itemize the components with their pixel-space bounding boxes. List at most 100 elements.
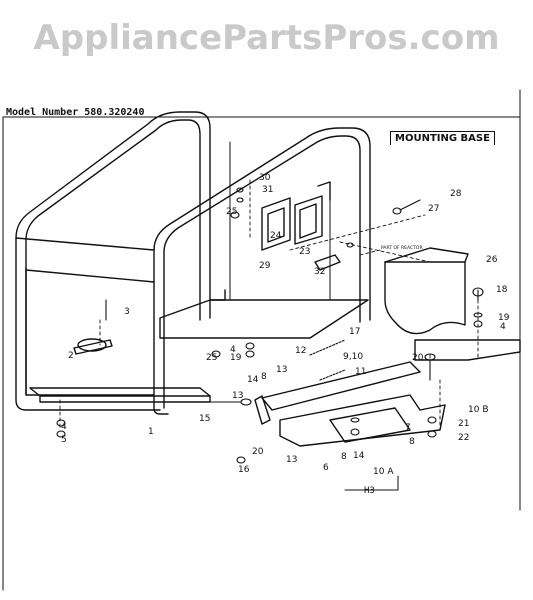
- bolt-head: [424, 353, 436, 361]
- part-callout: 12: [295, 346, 307, 356]
- part-callout: 13: [276, 365, 288, 375]
- footer-code: H3: [364, 486, 375, 496]
- part-callout: 7: [405, 423, 411, 433]
- nut: [350, 428, 360, 436]
- leader-line: [289, 214, 426, 251]
- reactor-cover-top: [384, 247, 469, 263]
- part-callout: 20: [412, 353, 424, 363]
- part-callout: 25: [206, 353, 218, 363]
- part-callout: 2: [68, 351, 74, 361]
- part-callout: 29: [259, 261, 271, 271]
- part-callout: 4: [500, 322, 506, 332]
- mounting-plate: [329, 407, 411, 443]
- leader-line: [339, 241, 431, 263]
- nut: [427, 430, 437, 438]
- part-callout: 17: [349, 327, 361, 337]
- mounting-channel: [279, 394, 446, 447]
- part-callout: PART OF REACTOR: [381, 246, 423, 251]
- mounting-rail-upper: [414, 339, 521, 361]
- frame-tube-rear: [15, 111, 211, 411]
- part-callout: 25: [226, 207, 238, 217]
- bolt-head: [236, 456, 246, 464]
- frame-rail: [15, 237, 155, 251]
- nut: [245, 350, 255, 358]
- washer: [240, 398, 252, 406]
- base-platform: [159, 299, 369, 339]
- bracket-24-face: [299, 203, 317, 239]
- part-callout: 6: [323, 463, 329, 473]
- part-callout: 4: [61, 422, 67, 432]
- part-callout: 5: [61, 435, 67, 445]
- washer: [350, 417, 360, 423]
- bracket-24: [294, 195, 323, 245]
- part-callout: 19: [230, 353, 242, 363]
- bracket-23-face: [267, 207, 285, 243]
- part-callout: 19: [498, 313, 510, 323]
- part-callout: 1: [148, 427, 154, 437]
- part-callout: 10 B: [468, 405, 489, 415]
- bracket-23: [261, 197, 291, 251]
- part-callout: 11: [355, 367, 367, 377]
- nut: [346, 242, 354, 248]
- part-callout: 4: [230, 345, 236, 355]
- part-callout: 16: [238, 465, 250, 475]
- part-callout: 24: [270, 231, 282, 241]
- nut: [245, 342, 255, 350]
- vibration-mount-base: [73, 339, 113, 355]
- part-callout: 3: [124, 307, 130, 317]
- part-callout: 18: [496, 285, 508, 295]
- rail-bracket: [254, 395, 271, 425]
- part-callout: 13: [232, 391, 244, 401]
- frame-tube-front-inner: [163, 135, 361, 409]
- part-callout: 20: [252, 447, 264, 457]
- part-callout: 13: [286, 455, 298, 465]
- frame-tube-front: [153, 127, 371, 415]
- nut: [236, 187, 244, 193]
- nut: [56, 430, 66, 438]
- clip-32: [314, 254, 341, 271]
- nut: [236, 197, 244, 203]
- part-callout: 22: [458, 433, 470, 443]
- frame-tube-rear-inner: [25, 119, 201, 396]
- part-callout: 23: [299, 247, 311, 257]
- part-callout: 8: [261, 372, 267, 382]
- nut: [427, 416, 437, 424]
- part-callout: 30: [259, 173, 271, 183]
- nut: [56, 419, 66, 427]
- part-callout: 14: [353, 451, 365, 461]
- watermark: AppliancePartsPros.com: [33, 18, 500, 58]
- leader-line: [359, 249, 381, 256]
- part-callout: 10 A: [373, 467, 394, 477]
- bracket-hook: [317, 181, 331, 201]
- base-platform-edge: [209, 289, 226, 301]
- part-callout: 21: [458, 419, 470, 429]
- nut: [230, 211, 240, 219]
- part-callout: 28: [450, 189, 462, 199]
- nut: [473, 320, 483, 328]
- model-number: Model Number 580.320240: [6, 107, 145, 118]
- part-callout: 27: [428, 204, 440, 214]
- mounting-rail-lower: [261, 361, 421, 411]
- spring: [319, 369, 346, 381]
- part-callout: 14: [247, 375, 259, 385]
- footer-bracket: [344, 475, 399, 491]
- part-callout: 8: [409, 437, 415, 447]
- part-callout: 32: [314, 267, 326, 277]
- frame-side-panel: [25, 267, 155, 396]
- skid-left-lower: [39, 395, 211, 403]
- part-callout: 26: [486, 255, 498, 265]
- section-title: MOUNTING BASE: [390, 131, 495, 145]
- part-callout: 15: [199, 414, 211, 424]
- part-callout: 31: [262, 185, 274, 195]
- part-callout: 8: [341, 452, 347, 462]
- nut: [472, 287, 484, 297]
- reactor-cover: [384, 261, 466, 335]
- bolt-head: [392, 207, 402, 215]
- part-callout: 9,10: [343, 352, 364, 362]
- bolt: [399, 199, 421, 211]
- spring: [309, 339, 346, 356]
- vibration-mount: [77, 338, 107, 352]
- nut: [211, 350, 221, 358]
- frame-rail: [25, 269, 155, 283]
